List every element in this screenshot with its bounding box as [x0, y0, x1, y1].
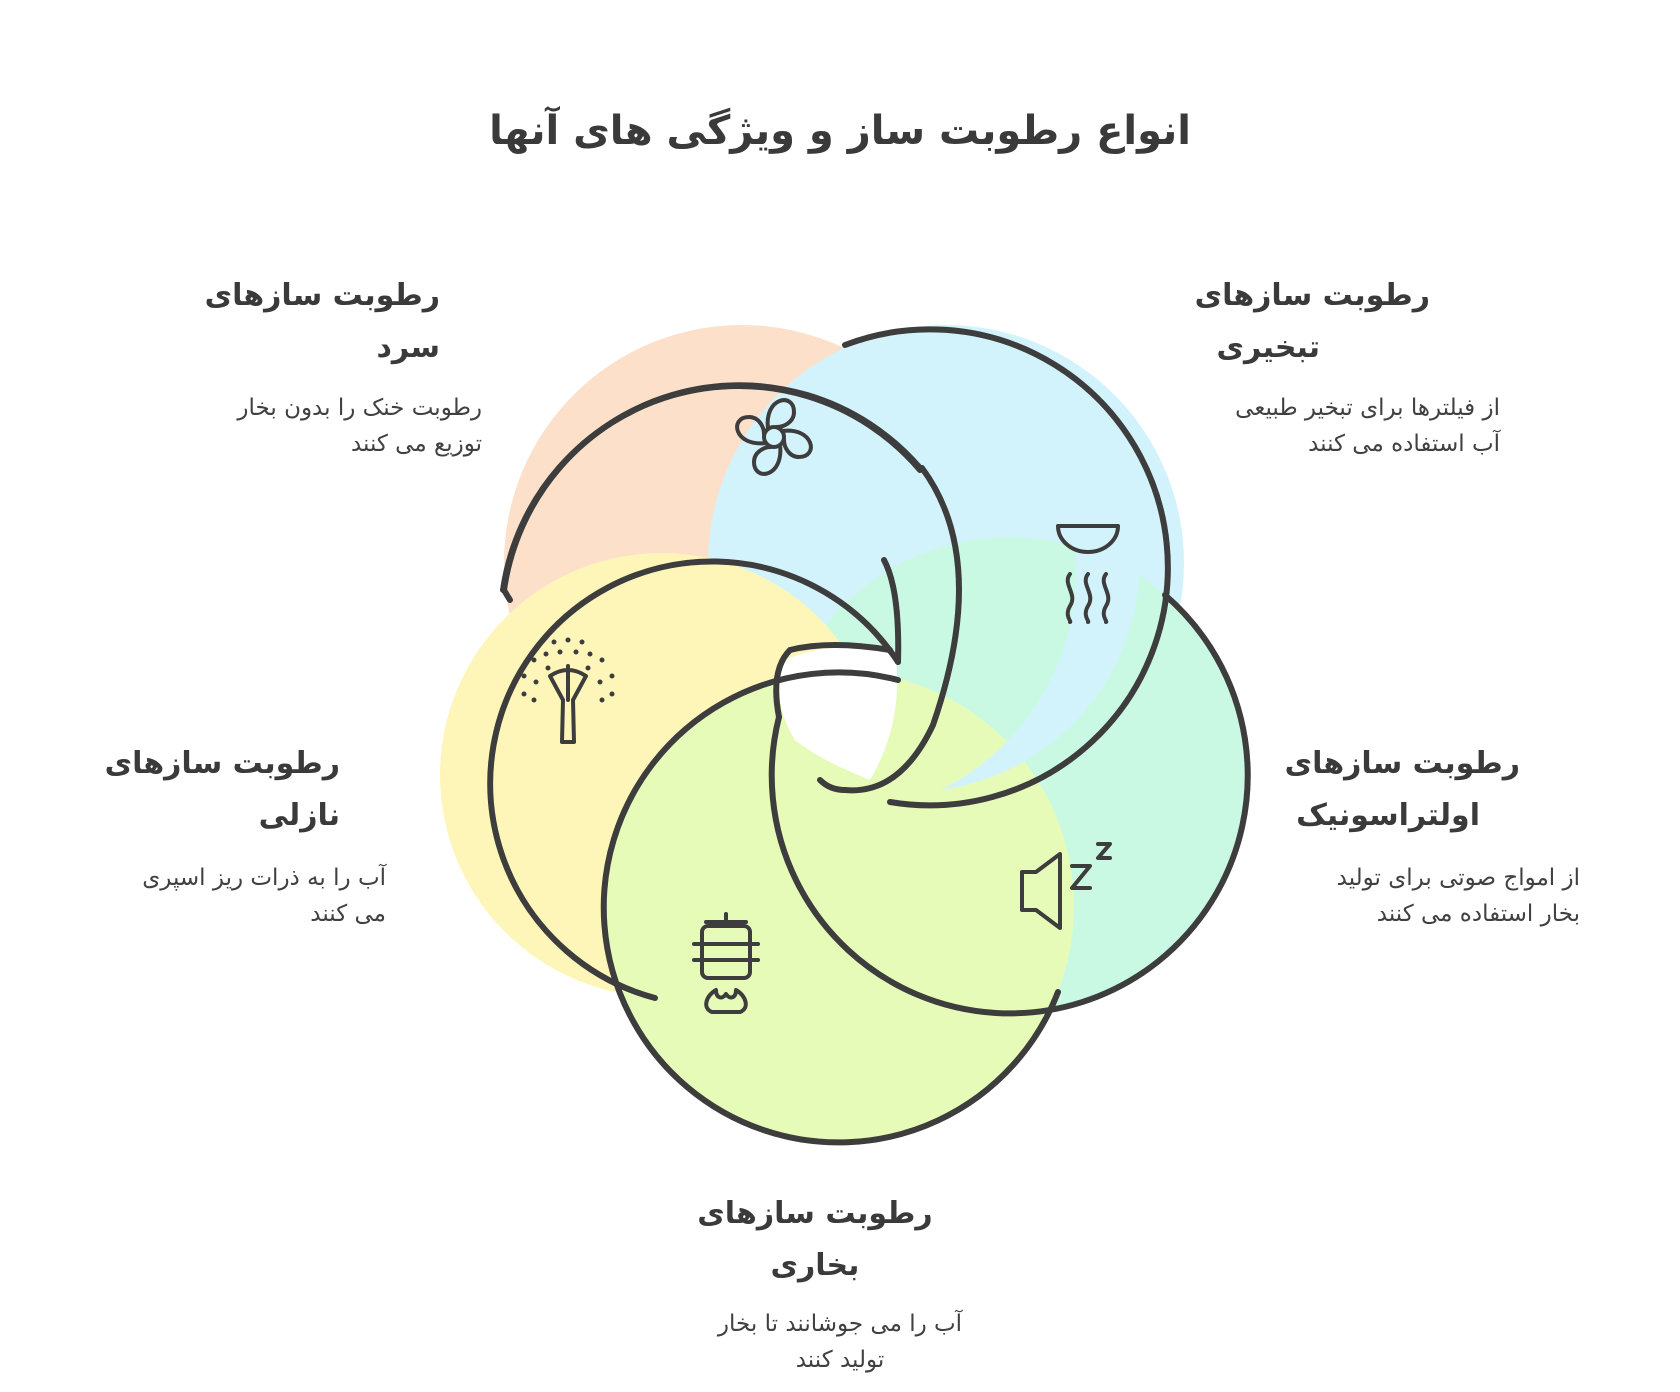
desc-nozzle-line2: می کنند — [310, 901, 386, 927]
overlap-blue-over-orange — [880, 333, 1140, 790]
label-ultrasonic-heading-line2: اولتراسونیک — [1296, 798, 1480, 833]
fan-icon — [735, 398, 813, 476]
label-steam-heading-line2: بخاری — [770, 1248, 860, 1283]
label-evaporative-heading-line1: رطوبت سازهای — [1194, 278, 1430, 313]
label-nozzle-heading-line1: رطوبت سازهای — [104, 746, 340, 781]
outline-ultrasonic — [768, 592, 1251, 1017]
label-nozzle: رطوبت سازهای نازلی — [40, 738, 340, 842]
desc-ultrasonic-line2: بخار استفاده می کنند — [1376, 901, 1580, 927]
outline-steam — [600, 669, 1061, 1146]
label-ultrasonic-2: اولتراسونیک — [1080, 790, 1480, 842]
desc-nozzle: آب را به ذرات ریز اسپری می کنند — [0, 860, 386, 932]
label-cold-heading-line2: سرد — [376, 330, 440, 365]
label-evaporative: رطوبت سازهای — [1030, 270, 1430, 322]
desc-cold-line2: توزیع می کنند — [350, 431, 482, 457]
label-steam: رطوبت سازهای بخاری — [615, 1188, 1015, 1292]
evaporation-icon — [1056, 524, 1120, 624]
desc-nozzle-line1: آب را به ذرات ریز اسپری — [142, 865, 386, 891]
label-cold: رطوبت سازهای سرد — [40, 270, 440, 374]
desc-evaporative-line2: آب استفاده می کنند — [1308, 431, 1500, 457]
ring-steam — [604, 671, 1074, 1141]
desc-cold-line1: رطوبت خنک را بدون بخار — [237, 395, 482, 421]
label-steam-heading-line1: رطوبت سازهای — [697, 1196, 933, 1231]
label-evaporative-heading-line2: تبخیری — [1216, 330, 1320, 365]
page-title: انواع رطوبت ساز و ویژگی های آنها — [489, 108, 1191, 154]
outline-evaporative — [842, 326, 1171, 809]
sound-wave-icon — [1020, 842, 1112, 930]
ring-outlines — [487, 326, 1251, 1146]
desc-evaporative-line1: از فیلترها برای تبخیر طبیعی — [1235, 395, 1500, 421]
center-hole — [779, 646, 898, 780]
label-ultrasonic-heading-line1: رطوبت سازهای — [1284, 746, 1520, 781]
desc-evaporative: از فیلترها برای تبخیر طبیعی آب استفاده م… — [1100, 390, 1500, 462]
desc-steam-line2: تولید کنند — [795, 1347, 885, 1373]
spray-nozzle-icon — [521, 637, 615, 744]
desc-cold: رطوبت خنک را بدون بخار توزیع می کنند — [82, 390, 482, 462]
desc-steam-line1: آب را می جوشانند تا بخار — [717, 1311, 963, 1337]
label-cold-heading: رطوبت سازهای سرد — [40, 270, 440, 374]
ring-steam-fill — [604, 671, 1074, 1141]
desc-steam: آب را می جوشانند تا بخار تولید کنند — [640, 1306, 1040, 1378]
label-cold-heading-line1: رطوبت سازهای — [204, 278, 440, 313]
label-evaporative-2: تبخیری — [1120, 322, 1320, 374]
desc-ultrasonic: از امواج صوتی برای تولید بخار استفاده می… — [1180, 860, 1580, 932]
label-ultrasonic: رطوبت سازهای — [1120, 738, 1520, 790]
boiling-pot-icon — [692, 912, 760, 1014]
desc-ultrasonic-line1: از امواج صوتی برای تولید — [1336, 865, 1580, 891]
label-nozzle-heading-line2: نازلی — [258, 798, 340, 833]
outline-nozzle — [487, 558, 901, 1001]
